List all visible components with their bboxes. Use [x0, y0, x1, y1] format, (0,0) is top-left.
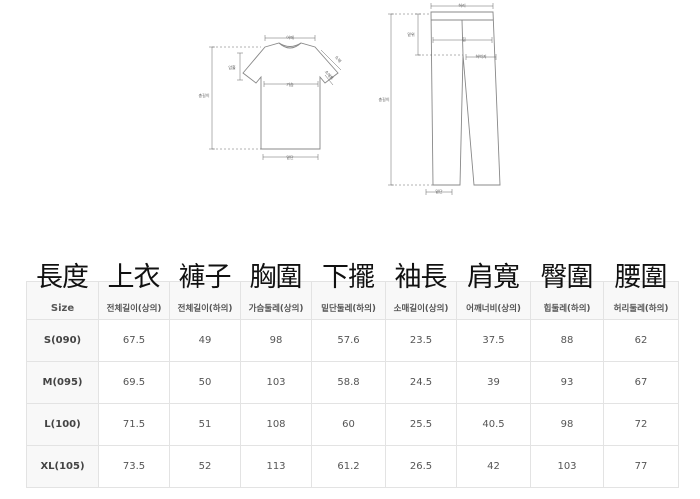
sleeve-hem-label: 소매통: [324, 69, 336, 82]
chinese-label-sleeve: 袖長: [394, 262, 448, 293]
sleeve-length-label: 소매: [334, 54, 344, 64]
table-row: S(090) 67.5 49 98 57.6 23.5 37.5 88 62: [26, 319, 679, 362]
table-row: XL(105) 73.5 52 113 61.2 26.5 42 103 77: [26, 445, 679, 488]
table-cell: 52: [169, 445, 241, 488]
chinese-label-hip: 臀圍: [540, 262, 594, 293]
tshirt-outline: [242, 42, 339, 150]
size-cell: M(095): [26, 361, 99, 404]
table-cell: 93: [530, 361, 604, 404]
chest-label: 가슴: [286, 81, 294, 87]
table-row: M(095) 69.5 50 103 58.8 24.5 39 93 67: [26, 361, 679, 404]
table-header-row: Size 전체길이(상의) 전체길이(하의) 가슴둘레(상의) 밑단둘레(하의)…: [26, 281, 679, 320]
table-cell: 62: [603, 319, 679, 362]
chinese-label-chest: 胸圍: [249, 262, 303, 293]
chinese-header-overlay: 長度 上衣 褲子 胸圍 下擺 袖長 肩寬 臀圍 腰圍: [26, 258, 678, 298]
table-cell: 25.5: [385, 403, 457, 446]
thigh-label: 허벅지: [475, 53, 486, 59]
chinese-label-pants: 褲子: [178, 262, 232, 293]
chinese-label-shoulder: 肩寬: [467, 262, 520, 293]
pants-hem-label: 밑단: [435, 188, 443, 194]
table-cell: 113: [240, 445, 312, 488]
table-cell: 88: [530, 319, 604, 362]
size-cell: XL(105): [26, 445, 99, 488]
table-cell: 67.5: [98, 319, 170, 362]
table-row: L(100) 71.5 51 108 60 25.5 40.5 98 72: [26, 403, 679, 446]
armhole-label: 암홀: [228, 64, 236, 70]
garment-measurement-diagram: 어깨 소매 소매통 가슴 암홀 총길이 밑단 허리 밑위 힙 허벅지 총길이: [198, 2, 501, 195]
column-header: 소매길이(상의): [385, 281, 457, 320]
table-cell: 40.5: [456, 403, 531, 446]
table-cell: 98: [240, 319, 312, 362]
table-cell: 37.5: [456, 319, 531, 362]
waist-label: 허리: [458, 2, 466, 8]
table-cell: 98: [530, 403, 604, 446]
table-cell: 73.5: [98, 445, 170, 488]
table-cell: 69.5: [98, 361, 170, 404]
size-cell: S(090): [26, 319, 99, 362]
table-cell: 50: [169, 361, 241, 404]
chinese-label-top: 上衣: [107, 262, 161, 293]
table-cell: 57.6: [311, 319, 386, 362]
table-cell: 58.8: [311, 361, 386, 404]
column-header: 밑단둘레(하의): [311, 281, 386, 320]
table-cell: 49: [169, 319, 241, 362]
table-cell: 103: [240, 361, 312, 404]
column-header: 전체길이(상의): [98, 281, 170, 320]
table-cell: 24.5: [385, 361, 457, 404]
tshirt-labels: 어깨 소매 소매통 가슴 암홀 총길이 밑단: [198, 34, 343, 160]
table-cell: 103: [530, 445, 604, 488]
column-header: 전체길이(하의): [169, 281, 241, 320]
pants-labels: 허리 밑위 힙 허벅지 총길이 밑단: [378, 2, 486, 194]
table-cell: 39: [456, 361, 531, 404]
table-cell: 42: [456, 445, 531, 488]
column-header: 어깨너비(상의): [456, 281, 531, 320]
table-cell: 51: [169, 403, 241, 446]
shirt-hem-label: 밑단: [286, 154, 294, 160]
table-cell: 61.2: [311, 445, 386, 488]
tshirt-measure-lines: [209, 35, 342, 160]
table-cell: 26.5: [385, 445, 457, 488]
shoulder-label: 어깨: [286, 34, 294, 40]
column-header: 힙둘레(하의): [530, 281, 604, 320]
hip-label: 힙: [462, 36, 466, 42]
size-table: Size 전체길이(상의) 전체길이(하의) 가슴둘레(상의) 밑단둘레(하의)…: [26, 281, 679, 488]
chinese-label-length: 長度: [36, 262, 89, 293]
chinese-label-waist: 腰圍: [614, 262, 668, 293]
pants-outline: [430, 11, 501, 186]
table-cell: 72: [603, 403, 679, 446]
pants-length-label: 총길이: [378, 96, 389, 102]
table-cell: 60: [311, 403, 386, 446]
shirt-length-label: 총길이: [198, 92, 209, 98]
table-cell: 67: [603, 361, 679, 404]
table-cell: 71.5: [98, 403, 170, 446]
table-cell: 108: [240, 403, 312, 446]
pants-measure-lines: [388, 3, 497, 195]
chinese-label-hem: 下擺: [322, 262, 375, 293]
rise-label: 밑위: [407, 31, 415, 37]
table-cell: 23.5: [385, 319, 457, 362]
size-cell: L(100): [26, 403, 99, 446]
table-cell: 77: [603, 445, 679, 488]
